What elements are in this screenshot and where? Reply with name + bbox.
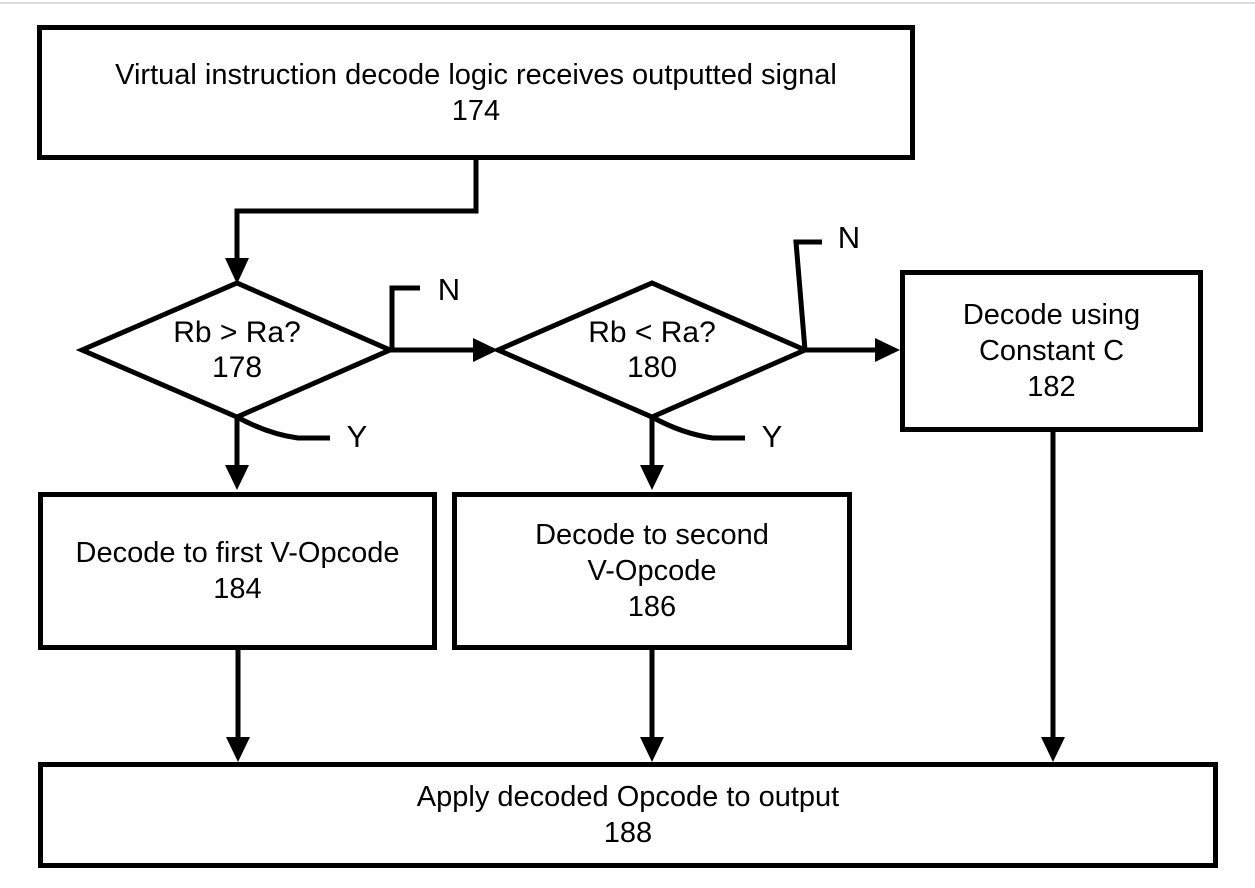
leader-check-greater-no xyxy=(389,285,420,350)
branch-label-greater-no: N xyxy=(437,272,461,307)
node-apply-opcode-text: Apply decoded Opcode to output xyxy=(416,781,840,813)
node-decode-first-vopcode-ref: 184 xyxy=(213,573,262,605)
decision-rb-greater-ra-text: Rb > Ra? xyxy=(173,316,301,349)
arrowhead-into-decode-first xyxy=(225,465,249,490)
node-apply-opcode-ref: 188 xyxy=(603,817,653,849)
arrowhead-into-decode-constant xyxy=(875,338,900,362)
decision-rb-greater-ra-ref: 178 xyxy=(211,351,263,384)
arrowhead-first-into-apply xyxy=(226,737,250,762)
leader-check-greater-yes xyxy=(235,414,330,441)
branch-label-less-no: N xyxy=(837,220,861,255)
node-receive-signal-ref: 174 xyxy=(451,94,501,127)
arrowhead-constant-into-apply xyxy=(1041,737,1065,762)
node-receive-signal: Virtual instruction decode logic receive… xyxy=(37,25,915,160)
node-decode-second-vopcode-text1: Decode to second xyxy=(535,519,769,551)
top-rule-divider xyxy=(0,2,1255,4)
decision-rb-greater-ra: Rb > Ra? 178 xyxy=(120,300,354,400)
leader-check-less-yes xyxy=(650,414,745,441)
leader-check-less-no xyxy=(793,239,822,351)
branch-label-greater-yes: Y xyxy=(346,419,368,454)
arrowhead-into-check-greater xyxy=(225,258,249,284)
node-apply-opcode: Apply decoded Opcode to output 188 xyxy=(38,762,1218,868)
node-decode-constant-ref: 182 xyxy=(1027,371,1076,403)
node-decode-second-vopcode: Decode to second V-Opcode 186 xyxy=(452,492,852,650)
decision-rb-less-ra-ref: 180 xyxy=(626,351,678,384)
node-decode-constant-text2: Constant C xyxy=(978,335,1125,367)
branch-label-less-yes: Y xyxy=(761,419,783,454)
node-decode-second-vopcode-ref: 186 xyxy=(627,591,677,623)
node-decode-first-vopcode-text: Decode to first V-Opcode xyxy=(75,537,400,569)
node-decode-first-vopcode: Decode to first V-Opcode 184 xyxy=(38,492,437,650)
node-receive-signal-text: Virtual instruction decode logic receive… xyxy=(115,58,837,91)
node-decode-second-vopcode-text2: V-Opcode xyxy=(587,555,717,587)
node-decode-constant-text1: Decode using xyxy=(962,299,1141,331)
edge-receive-to-check-greater xyxy=(234,160,479,262)
arrowhead-into-decode-second xyxy=(640,465,664,490)
arrowhead-second-into-apply xyxy=(640,737,664,762)
arrowhead-into-check-less xyxy=(473,338,498,362)
decision-rb-less-ra: Rb < Ra? 180 xyxy=(535,300,769,400)
decision-rb-less-ra-text: Rb < Ra? xyxy=(588,316,716,349)
node-decode-constant: Decode using Constant C 182 xyxy=(900,270,1203,432)
